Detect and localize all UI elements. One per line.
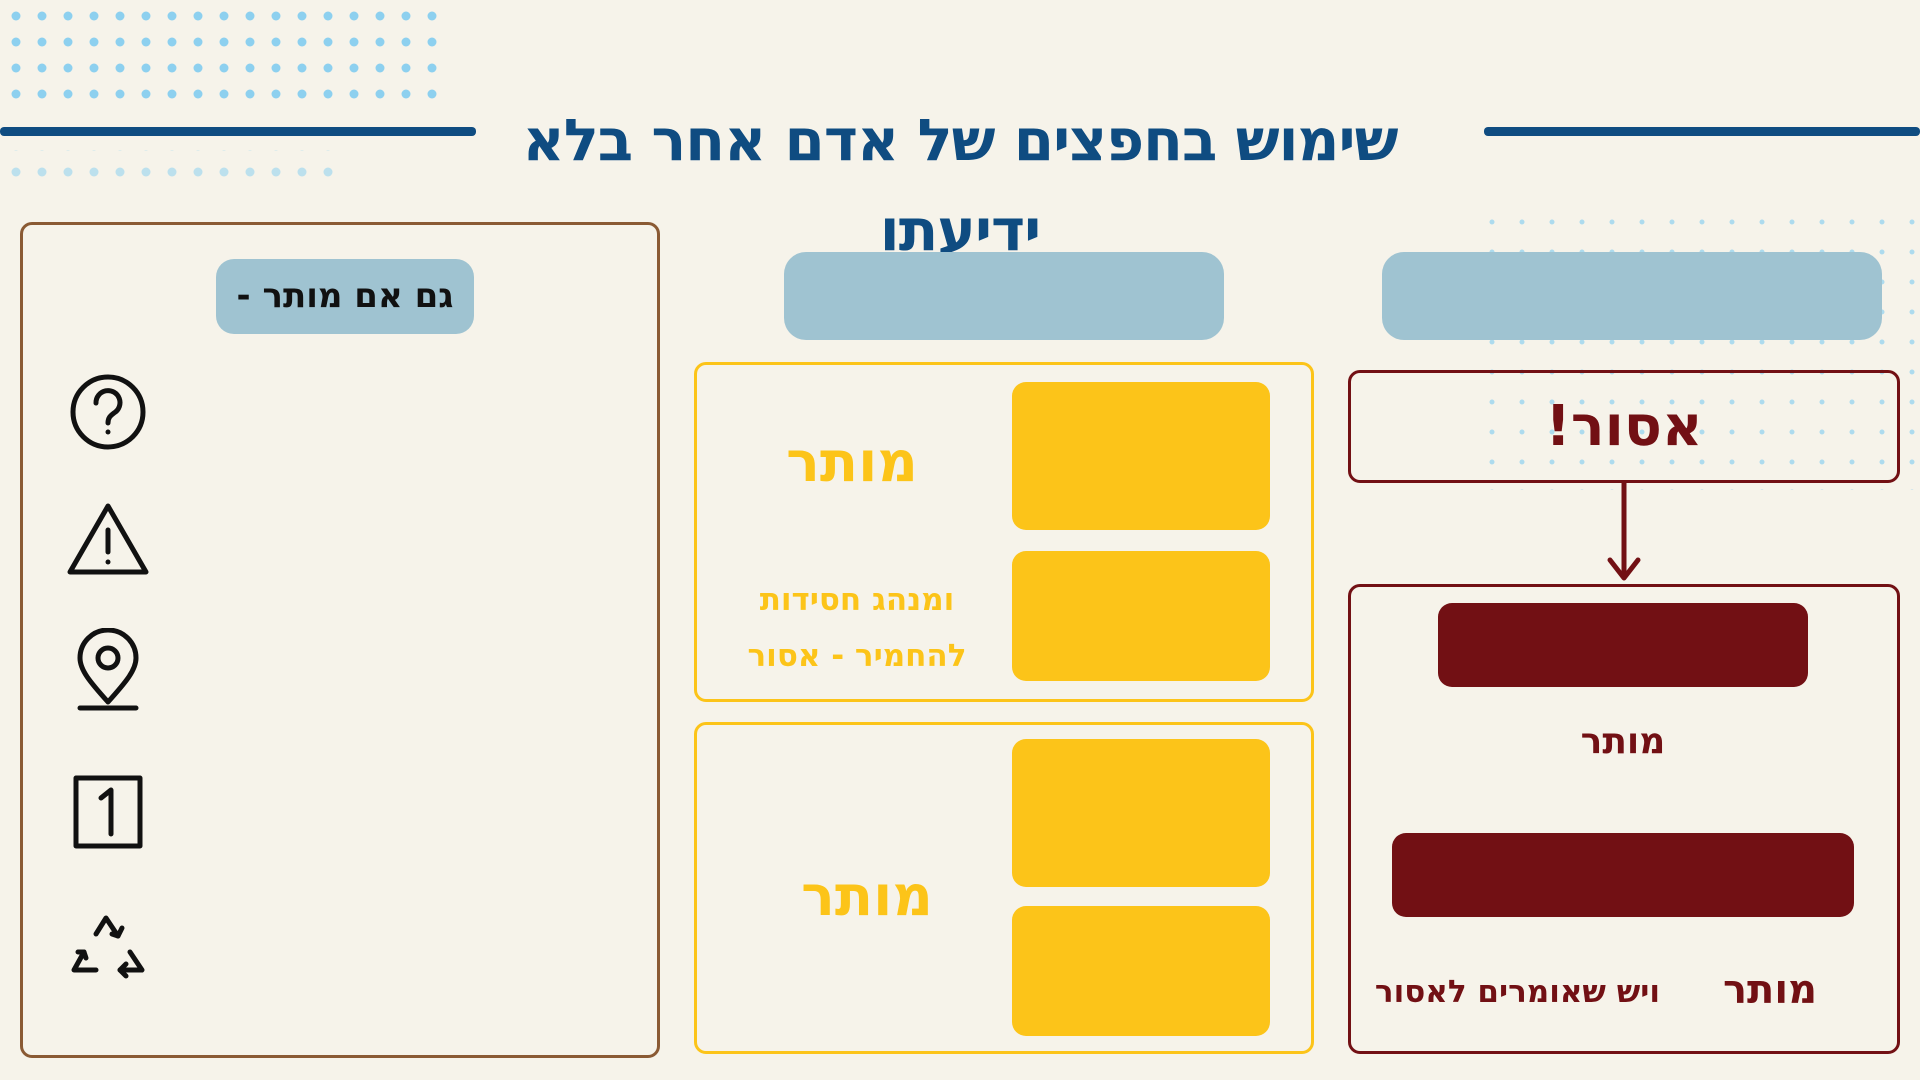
middle-bottom-box (694, 722, 1314, 1054)
warning-icon (66, 498, 150, 582)
middle-bottom-block-2 (1012, 906, 1270, 1036)
left-panel (20, 222, 660, 1058)
down-arrow-icon (1607, 482, 1641, 581)
right-permitted-box (1348, 584, 1900, 1054)
location-pin-icon (66, 628, 150, 712)
middle-top-label-line1: ומנהג חסידות (759, 582, 955, 618)
middle-bottom-label-main: מותר (801, 864, 933, 929)
middle-top-box (694, 362, 1314, 702)
middle-top-block-2 (1012, 551, 1270, 681)
title-rule-left (0, 127, 476, 136)
middle-bottom-block-1 (1012, 739, 1270, 887)
right-item1-label: מותר (1580, 721, 1666, 762)
middle-top-label-line2: להחמיר - אסור (747, 638, 967, 674)
question-icon (66, 370, 150, 454)
right-header-pill (1382, 252, 1882, 340)
title-rule-right (1484, 127, 1920, 136)
left-panel-heading: גם אם מותר - (236, 276, 454, 316)
right-block-2 (1392, 833, 1854, 917)
number-one-icon (66, 770, 150, 854)
middle-top-label-main: מותר (786, 430, 918, 495)
middle-header-pill (784, 252, 1224, 340)
dots-decoration-top-left (0, 0, 440, 190)
page-title: שימוש בחפצים של אדם אחר בלא ידיעתו (522, 106, 1398, 264)
right-item2-label-main: מותר (1722, 967, 1818, 1013)
middle-top-block-1 (1012, 382, 1270, 530)
recycle-icon (66, 908, 150, 992)
right-forbidden-box (1348, 370, 1900, 483)
right-forbidden-label: אסור! (1545, 394, 1703, 459)
left-panel-heading-pill (216, 259, 474, 334)
right-block-1 (1438, 603, 1808, 687)
right-item2-label-secondary: ויש שאומרים לאסור (1374, 974, 1660, 1010)
